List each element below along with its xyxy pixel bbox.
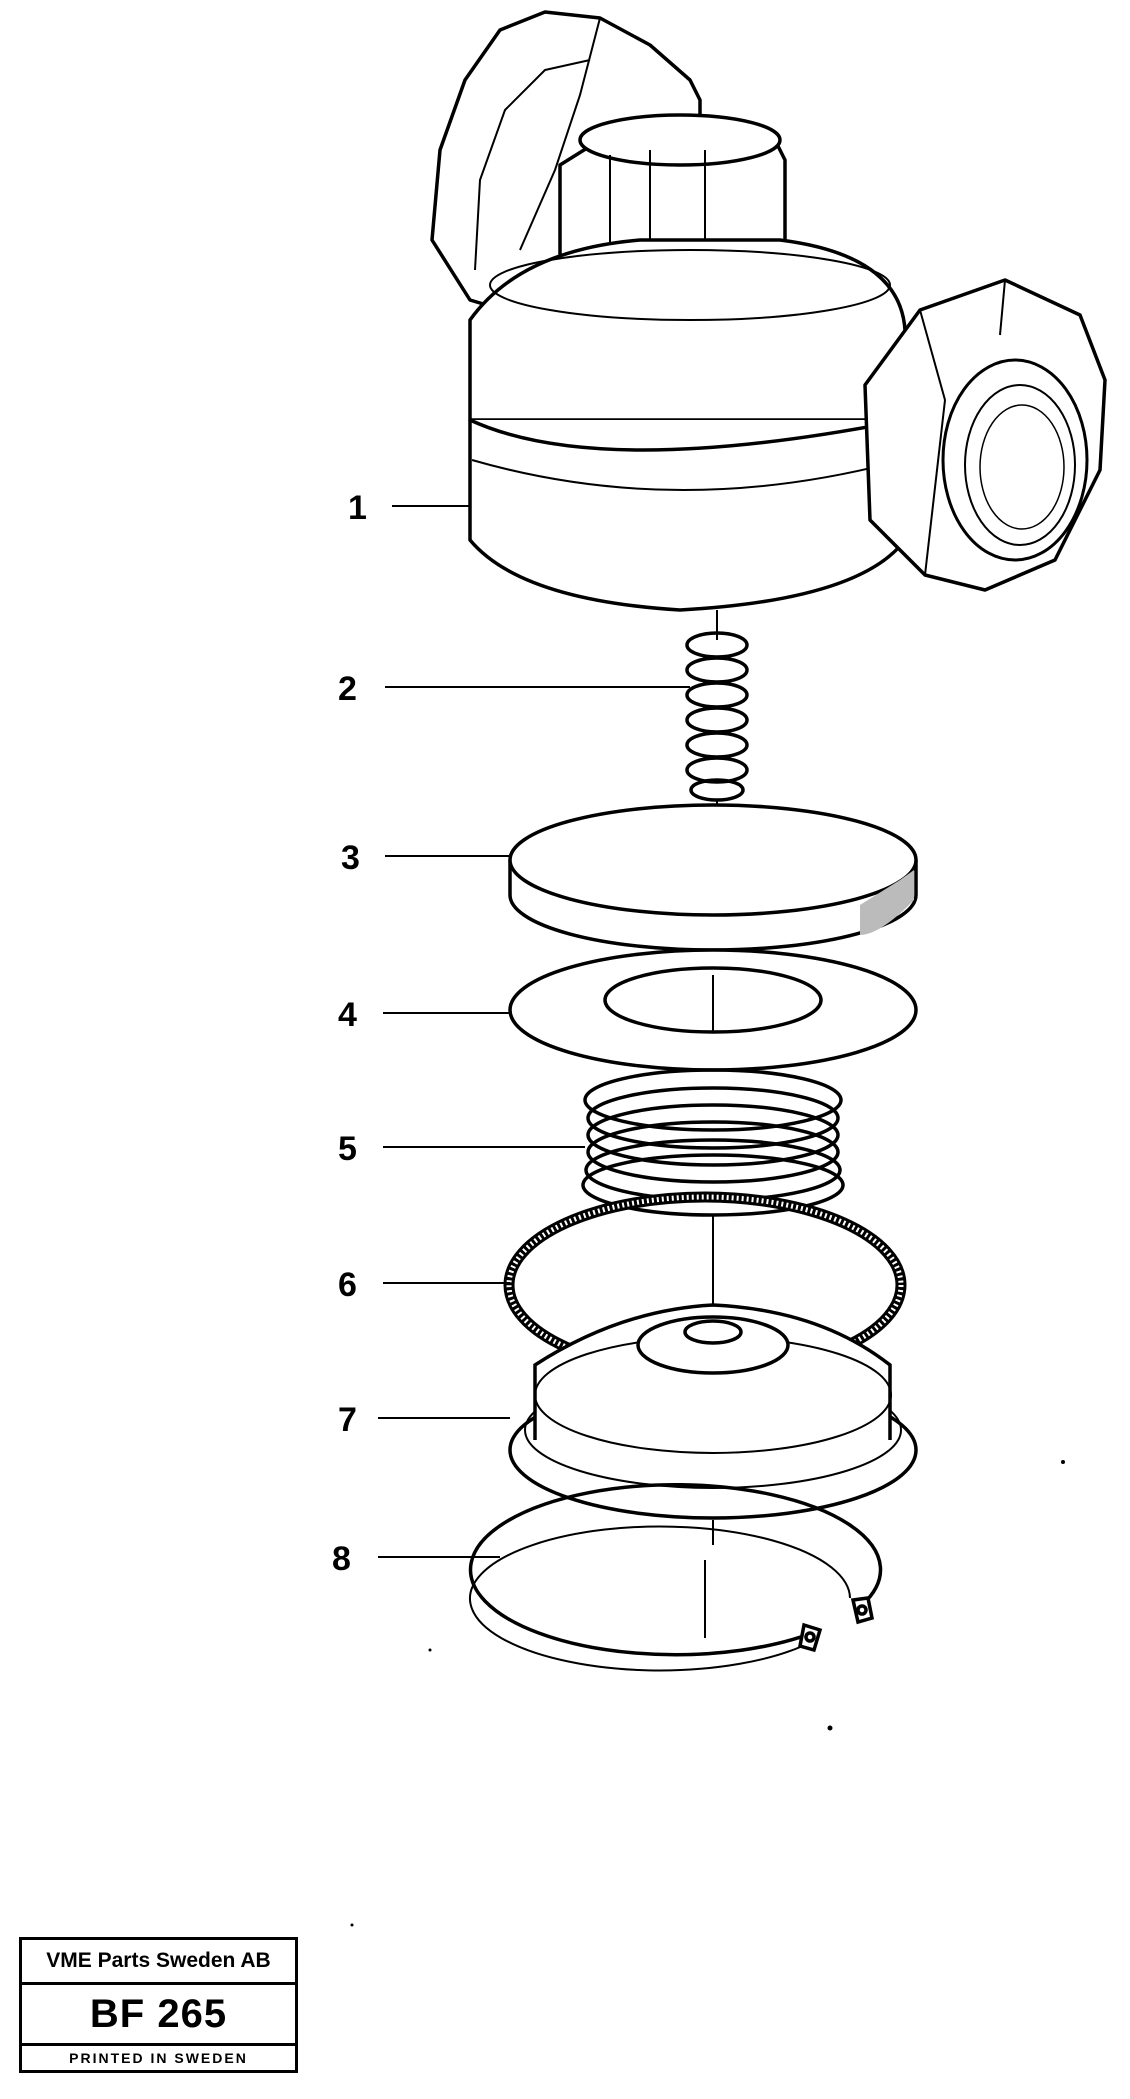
callout-3: 3 (341, 839, 360, 877)
piston (508, 1303, 918, 1520)
callout-4: 4 (338, 996, 357, 1034)
callout-7: 7 (338, 1401, 357, 1439)
scan-specks (350, 1460, 1065, 1927)
valve-housing (430, 10, 1107, 612)
callout-1: 1 (348, 489, 367, 527)
small-spring (685, 631, 749, 802)
callout-2: 2 (338, 670, 357, 708)
printed-note: PRINTED IN SWEDEN (22, 2043, 295, 2070)
callout-8: 8 (332, 1540, 351, 1578)
washer (508, 948, 918, 1072)
callout-5: 5 (338, 1130, 357, 1168)
circlip (468, 1482, 883, 1672)
disc (508, 803, 918, 952)
company-name: VME Parts Sweden AB (22, 1940, 295, 1985)
drawing-code: BF 265 (89, 1991, 228, 2036)
callout-6: 6 (338, 1266, 357, 1304)
title-block: VME Parts Sweden AB BF 265 PRINTED IN SW… (19, 1937, 298, 2073)
leader-lines (378, 505, 690, 1558)
